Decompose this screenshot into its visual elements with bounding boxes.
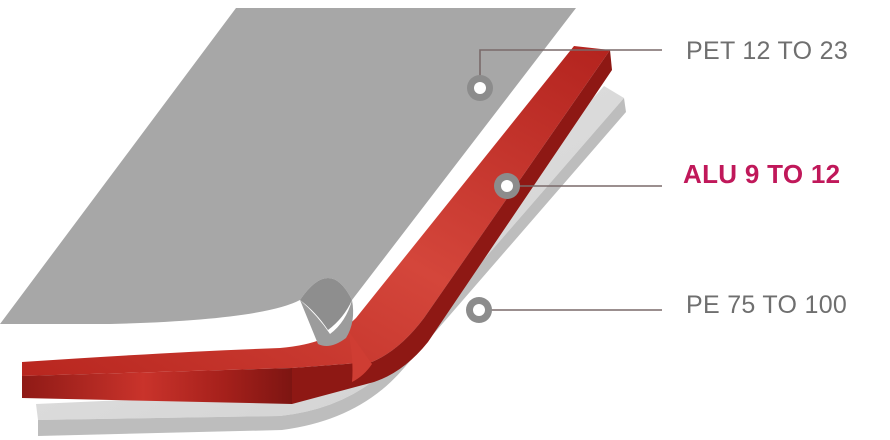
pe-marker (466, 297, 492, 323)
pet-layer (0, 8, 576, 346)
alu-layer-fold (348, 330, 372, 382)
leader-lines (479, 49, 662, 311)
pe-layer-label: PE 75 TO 100 (686, 291, 848, 319)
alu-layer-top (22, 46, 610, 376)
alu-marker (494, 173, 520, 199)
alu-layer-label: ALU 9 TO 12 (683, 159, 841, 189)
alu-layer-front (22, 368, 292, 404)
pet-layer-sheet (0, 8, 576, 324)
pet-layer-label: PET 12 TO 23 (686, 37, 849, 65)
pet-marker (467, 75, 493, 101)
pet-layer-curl (300, 300, 354, 346)
alu-layer (22, 46, 612, 404)
pet-leader-line (479, 49, 662, 80)
alu-layer-side (292, 50, 612, 404)
pet-layer-curl-shadow (300, 278, 352, 330)
